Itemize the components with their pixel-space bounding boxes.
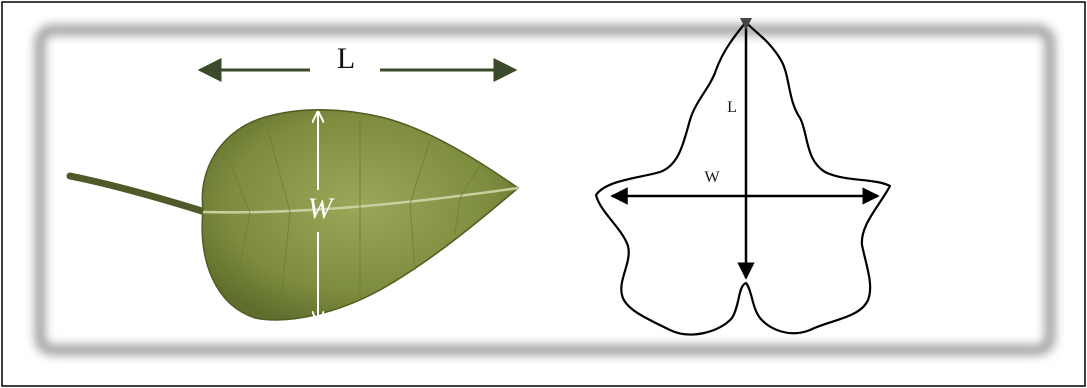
left-leaf-panel: L W [70, 42, 518, 322]
leaf-outline [596, 22, 890, 334]
right-leaf-panel: L W [596, 18, 890, 334]
right-length-label: L [727, 99, 737, 116]
right-width-label: W [704, 169, 720, 186]
leaf-stem [70, 176, 205, 212]
left-width-label: W [308, 192, 336, 225]
inner-shadow-frame [40, 30, 1050, 350]
left-length-label: L [337, 42, 355, 75]
